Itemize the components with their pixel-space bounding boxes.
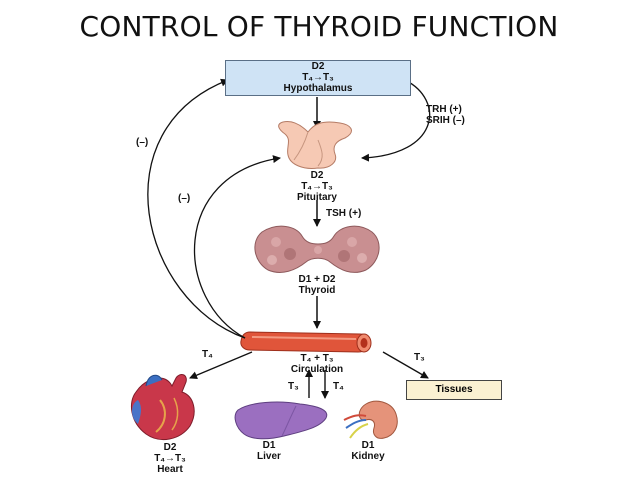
liver-down-label: T₄ (333, 381, 344, 392)
heart-arrow-label: T₄ (202, 349, 213, 360)
slide-title: CONTROL OF THYROID FUNCTION (79, 10, 559, 43)
circulation-vessel (240, 331, 372, 353)
heart-conversion: T₄→T₃ (154, 453, 186, 464)
hypothalamus-box (225, 60, 411, 96)
hypothalamus-label: Hypothalamus (283, 83, 353, 94)
trh-label: TRH (+) (426, 104, 462, 115)
thyroid-enzyme: D1 + D2 (298, 274, 336, 285)
feedback-arrow-to-pituitary (193, 155, 281, 339)
thyroid-label: Thyroid (298, 285, 336, 296)
tissues-box: Tissues (406, 380, 502, 400)
trh-srih-arrow (361, 79, 431, 162)
circulation-to-tissues-arrow (382, 351, 429, 379)
liver-label: Liver (257, 451, 281, 462)
srih-label: SRIH (–) (426, 115, 465, 126)
hypothalamus-enzyme: D2 (311, 61, 325, 72)
circulation-to-heart-arrow (189, 351, 253, 379)
feedback-pituitary-sign: (–) (178, 193, 191, 204)
liver-enzyme: D1 (262, 440, 276, 451)
heart-organ (130, 374, 195, 441)
tsh-label: TSH (+) (326, 208, 362, 219)
pituitary-gland (278, 121, 352, 169)
feedback-hypothalamus-sign: (–) (136, 137, 149, 148)
liver-up-label: T₃ (288, 381, 299, 392)
kidney-label: Kidney (351, 451, 385, 462)
thyroid-gland (254, 225, 380, 273)
feedback-arrow-to-hypothalamus (147, 78, 246, 339)
heart-enzyme: D2 (163, 442, 177, 453)
pituitary-conversion: T₄→T₃ (301, 181, 333, 192)
kidney-organ (343, 400, 398, 439)
liver-organ (234, 401, 328, 440)
hypothalamus-conversion: T₄→T₃ (302, 72, 334, 83)
tissues-arrow-label: T₃ (414, 352, 425, 363)
pituitary-enzyme: D2 (310, 170, 324, 181)
pituitary-label: Pituitary (296, 192, 337, 203)
circulation-hormones: T₄ + T₃ (300, 353, 334, 364)
circulation-label: Circulation (290, 364, 344, 375)
heart-label: Heart (157, 464, 183, 475)
kidney-enzyme: D1 (361, 440, 375, 451)
